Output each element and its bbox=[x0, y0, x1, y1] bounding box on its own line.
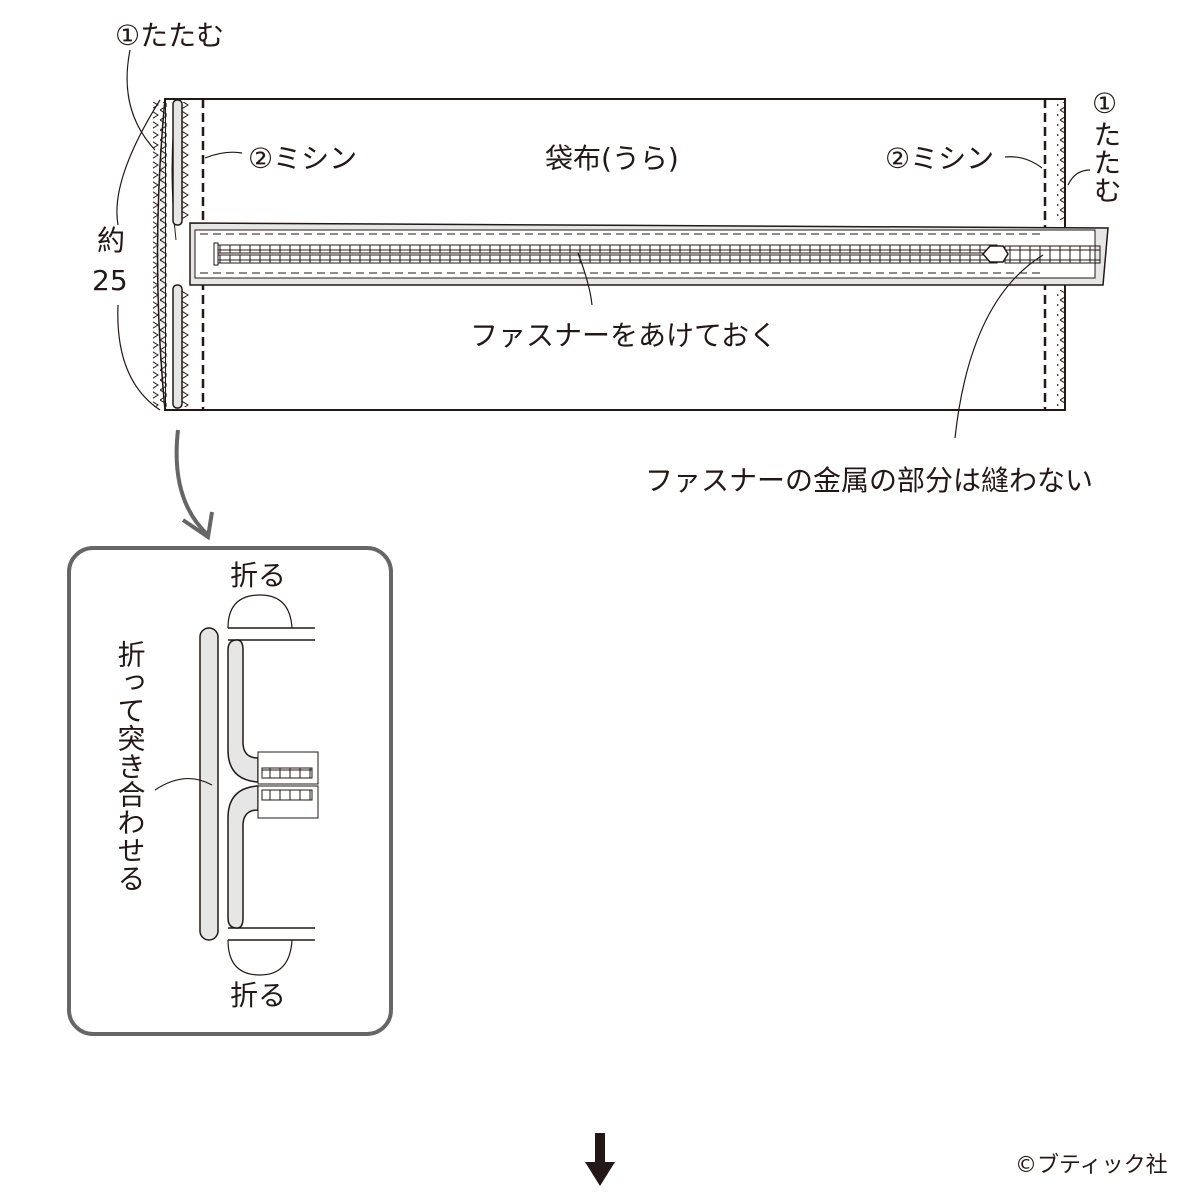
copyright: ©ブティック社 bbox=[1015, 1153, 1168, 1178]
fold-label-right: たたむ bbox=[1090, 120, 1123, 204]
leader-lines bbox=[116, 49, 1091, 439]
curved-arrow-icon bbox=[174, 429, 214, 541]
fold-number-right: ① bbox=[1092, 87, 1117, 120]
zipper-open-label: ファスナーをあけておく bbox=[470, 319, 777, 352]
sew-label-right: ②ミシン bbox=[885, 142, 994, 175]
zipper bbox=[189, 222, 1109, 286]
down-arrow-icon bbox=[585, 1133, 615, 1186]
zipper-metal-label: ファスナーの金属の部分は縫わない bbox=[645, 464, 1093, 497]
inset-fold-top: 折る bbox=[230, 559, 286, 592]
zipper-pull-icon bbox=[982, 245, 1009, 263]
sew-label-left: ②ミシン bbox=[248, 142, 357, 175]
fold-label-left: ①たたむ bbox=[115, 19, 224, 52]
approx-value: 25 bbox=[92, 264, 128, 297]
detail-inset: 折る 折る 折って突き合わせる bbox=[67, 546, 393, 1036]
inset-fold-bottom: 折る bbox=[230, 979, 286, 1012]
inset-butt-label: 折って突き合わせる bbox=[114, 640, 147, 892]
approx-label: 約 bbox=[97, 224, 125, 257]
fabric-label: 袋布(うら) bbox=[545, 142, 679, 175]
